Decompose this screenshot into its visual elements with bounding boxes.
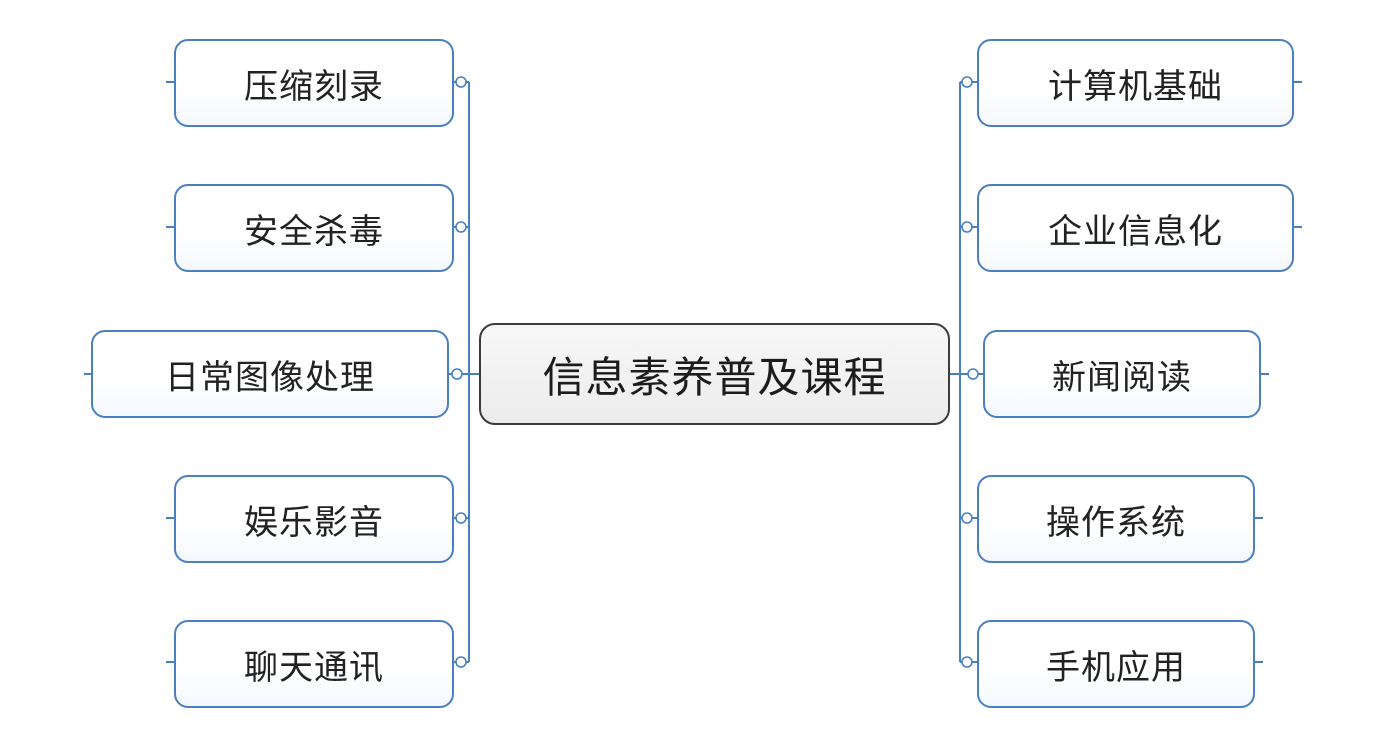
collapse-knob-icon[interactable] xyxy=(455,76,467,88)
collapse-knob-icon[interactable] xyxy=(455,656,467,668)
right-topic-1[interactable]: 计算机基础 xyxy=(977,39,1294,127)
collapse-knob-icon[interactable] xyxy=(455,512,467,524)
collapse-knob-icon[interactable] xyxy=(961,76,973,88)
collapse-knob-icon[interactable] xyxy=(961,512,973,524)
left-topic-1[interactable]: 压缩刻录 xyxy=(174,39,454,127)
left-topic-3[interactable]: 日常图像处理 xyxy=(91,330,449,418)
right-topic-3[interactable]: 新闻阅读 xyxy=(983,330,1261,418)
left-topic-5[interactable]: 聊天通讯 xyxy=(174,620,454,708)
left-topic-2[interactable]: 安全杀毒 xyxy=(174,184,454,272)
right-topic-2[interactable]: 企业信息化 xyxy=(977,184,1294,272)
collapse-knob-icon[interactable] xyxy=(961,656,973,668)
right-topic-4[interactable]: 操作系统 xyxy=(977,475,1255,563)
left-topic-4[interactable]: 娱乐影音 xyxy=(174,475,454,563)
central-topic[interactable]: 信息素养普及课程 xyxy=(479,323,950,425)
collapse-knob-icon[interactable] xyxy=(455,221,467,233)
right-topic-5[interactable]: 手机应用 xyxy=(977,620,1255,708)
collapse-knob-icon[interactable] xyxy=(451,368,463,380)
collapse-knob-icon[interactable] xyxy=(961,221,973,233)
collapse-knob-icon[interactable] xyxy=(967,368,979,380)
